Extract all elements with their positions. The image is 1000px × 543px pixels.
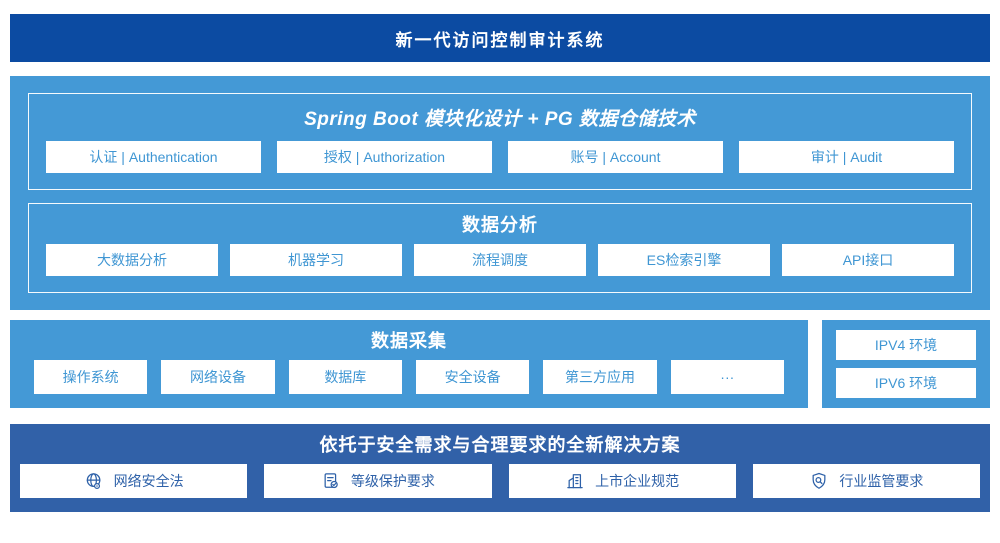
- solution-box-listed-company: 上市企业规范: [508, 464, 736, 498]
- source-box-more: ···: [670, 360, 784, 394]
- module-box-account: 账号 | Account: [508, 141, 723, 173]
- main-title: 新一代访问控制审计系统: [395, 30, 605, 50]
- module-box-bigdata: 大数据分析: [46, 244, 218, 276]
- module-box-es-search: ES检索引擎: [598, 244, 770, 276]
- module-box-authorization: 授权 | Authorization: [277, 141, 492, 173]
- env-box-ipv6: IPV6 环境: [836, 368, 976, 398]
- spring-boot-title: Spring Boot 模块化设计 + PG 数据仓储技术: [304, 109, 696, 130]
- solution-title: 依托于安全需求与合理要求的全新解决方案: [319, 435, 681, 455]
- globe-icon: [84, 471, 104, 491]
- module-box-authentication: 认证 | Authentication: [46, 141, 261, 173]
- spring-boot-group: Spring Boot 模块化设计 + PG 数据仓储技术 认证 | Authe…: [28, 93, 972, 190]
- data-collection-title: 数据采集: [371, 331, 447, 351]
- environment-section: IPV4 环境 IPV6 环境: [822, 320, 990, 408]
- architecture-diagram: 新一代访问控制审计系统 Spring Boot 模块化设计 + PG 数据仓储技…: [0, 14, 1000, 543]
- module-box-audit: 审计 | Audit: [739, 141, 954, 173]
- data-analysis-group: 数据分析 大数据分析 机器学习 流程调度 ES检索引擎 API接口: [28, 203, 972, 293]
- main-title-banner: 新一代访问控制审计系统: [10, 14, 990, 62]
- data-analysis-title: 数据分析: [462, 215, 538, 235]
- building-icon: [565, 471, 585, 491]
- solution-requirements: 网络安全法 等级保护要求: [20, 464, 980, 498]
- solution-section: 依托于安全需求与合理要求的全新解决方案 网络安全法: [10, 424, 990, 512]
- document-check-icon: [321, 471, 341, 491]
- data-analysis-modules: 大数据分析 机器学习 流程调度 ES检索引擎 API接口: [46, 244, 954, 276]
- source-box-security-device: 安全设备: [415, 360, 530, 394]
- data-collection-row: 数据采集 操作系统 网络设备 数据库 安全设备 第三方应用 ··· IPV4 环…: [10, 320, 990, 408]
- data-collection-section: 数据采集 操作系统 网络设备 数据库 安全设备 第三方应用 ···: [10, 320, 808, 408]
- data-collection-sources: 操作系统 网络设备 数据库 安全设备 第三方应用 ···: [34, 360, 784, 394]
- solution-box-classified-protection: 等级保护要求: [264, 464, 492, 498]
- source-box-os: 操作系统: [34, 360, 148, 394]
- platform-section: Spring Boot 模块化设计 + PG 数据仓储技术 认证 | Authe…: [10, 76, 990, 310]
- solution-label: 上市企业规范: [595, 473, 680, 489]
- module-box-ml: 机器学习: [230, 244, 402, 276]
- solution-label: 网络安全法: [113, 473, 184, 489]
- solution-label: 等级保护要求: [350, 473, 435, 489]
- source-box-thirdparty-app: 第三方应用: [543, 360, 657, 394]
- env-box-ipv4: IPV4 环境: [836, 330, 976, 360]
- solution-label: 行业监管要求: [839, 473, 924, 489]
- module-box-api: API接口: [782, 244, 954, 276]
- spring-boot-modules: 认证 | Authentication 授权 | Authorization 账…: [46, 141, 954, 173]
- source-box-database: 数据库: [288, 360, 402, 394]
- solution-box-industry-regulation: 行业监管要求: [752, 464, 980, 498]
- shield-search-icon: [809, 471, 829, 491]
- source-box-network-device: 网络设备: [161, 360, 275, 394]
- module-box-workflow: 流程调度: [414, 244, 586, 276]
- solution-box-cybersecurity-law: 网络安全法: [20, 464, 248, 498]
